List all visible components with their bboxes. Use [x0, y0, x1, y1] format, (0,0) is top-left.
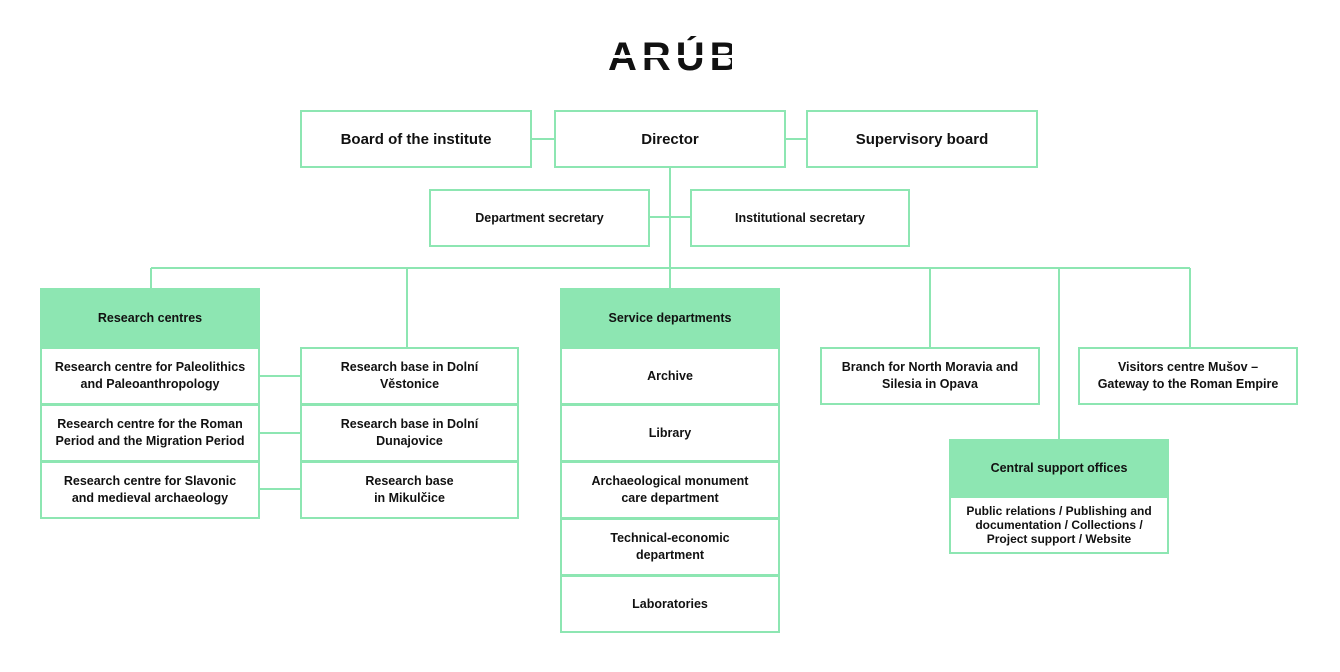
department-secretary-box: Department secretary: [429, 189, 650, 247]
service-department-item: Technical-economic department: [560, 518, 780, 576]
research-base-item-label: Research base in Mikulčice: [365, 474, 454, 505]
research-centre-item: Research centre for Slavonic and medieva…: [40, 461, 260, 519]
branch-opava-box: Branch for North Moravia and Silesia in …: [820, 347, 1040, 405]
board-of-institute-box: Board of the institute: [300, 110, 532, 168]
logo-stencil-gap: [606, 55, 732, 58]
research-centres-title: Research centres: [97, 310, 203, 325]
supervisory-board-box: Supervisory board: [806, 110, 1038, 168]
service-department-item-label: Library: [648, 425, 692, 440]
research-centre-item-label: Research centre for Paleolithics and Pal…: [54, 360, 246, 391]
supervisory-board-label: Supervisory board: [855, 130, 989, 148]
board-of-institute-label: Board of the institute: [340, 130, 492, 148]
service-department-item-label: Technical-economic department: [610, 531, 730, 562]
research-centre-item-label: Research centre for Slavonic and medieva…: [63, 474, 237, 505]
research-base-item: Research base in Mikulčice: [300, 461, 519, 519]
service-departments-header: Service departments: [560, 288, 780, 348]
director-box: Director: [554, 110, 786, 168]
service-department-item: Laboratories: [560, 575, 780, 633]
central-support-details: Public relations / Publishing and docume…: [966, 504, 1152, 546]
service-department-item-label: Laboratories: [632, 596, 708, 611]
institutional-secretary-label: Institutional secretary: [735, 210, 865, 225]
director-label: Director: [641, 130, 699, 148]
service-department-item: Archive: [560, 347, 780, 405]
service-department-item-label: Archaeological monument care department: [591, 474, 749, 505]
branch-opava-label: Branch for North Moravia and Silesia in …: [841, 360, 1019, 391]
central-support-title: Central support offices: [990, 460, 1128, 475]
research-base-item-label: Research base in Dolní Dunajovice: [340, 417, 479, 448]
research-base-item: Research base in Dolní Věstonice: [300, 347, 519, 405]
service-department-item-label: Archive: [647, 368, 693, 383]
aru-brno-logo: ARÚB: [606, 36, 732, 72]
visitors-centre-box: Visitors centre Mušov – Gateway to the R…: [1078, 347, 1298, 405]
service-departments-title: Service departments: [608, 310, 732, 325]
visitors-centre-label: Visitors centre Mušov – Gateway to the R…: [1097, 360, 1279, 391]
research-centres-header: Research centres: [40, 288, 260, 348]
logo-text: ARÚB: [608, 36, 732, 72]
research-centre-item-label: Research centre for the Roman Period and…: [55, 417, 245, 448]
research-base-item: Research base in Dolní Dunajovice: [300, 404, 519, 462]
central-support-header: Central support offices: [949, 439, 1169, 497]
research-base-item-label: Research base in Dolní Věstonice: [340, 360, 479, 391]
institutional-secretary-box: Institutional secretary: [690, 189, 910, 247]
research-centre-item: Research centre for the Roman Period and…: [40, 404, 260, 462]
service-department-item: Library: [560, 404, 780, 462]
service-department-item: Archaeological monument care department: [560, 461, 780, 519]
central-support-details-box: Public relations / Publishing and docume…: [949, 496, 1169, 554]
department-secretary-label: Department secretary: [475, 210, 604, 225]
research-centre-item: Research centre for Paleolithics and Pal…: [40, 347, 260, 405]
